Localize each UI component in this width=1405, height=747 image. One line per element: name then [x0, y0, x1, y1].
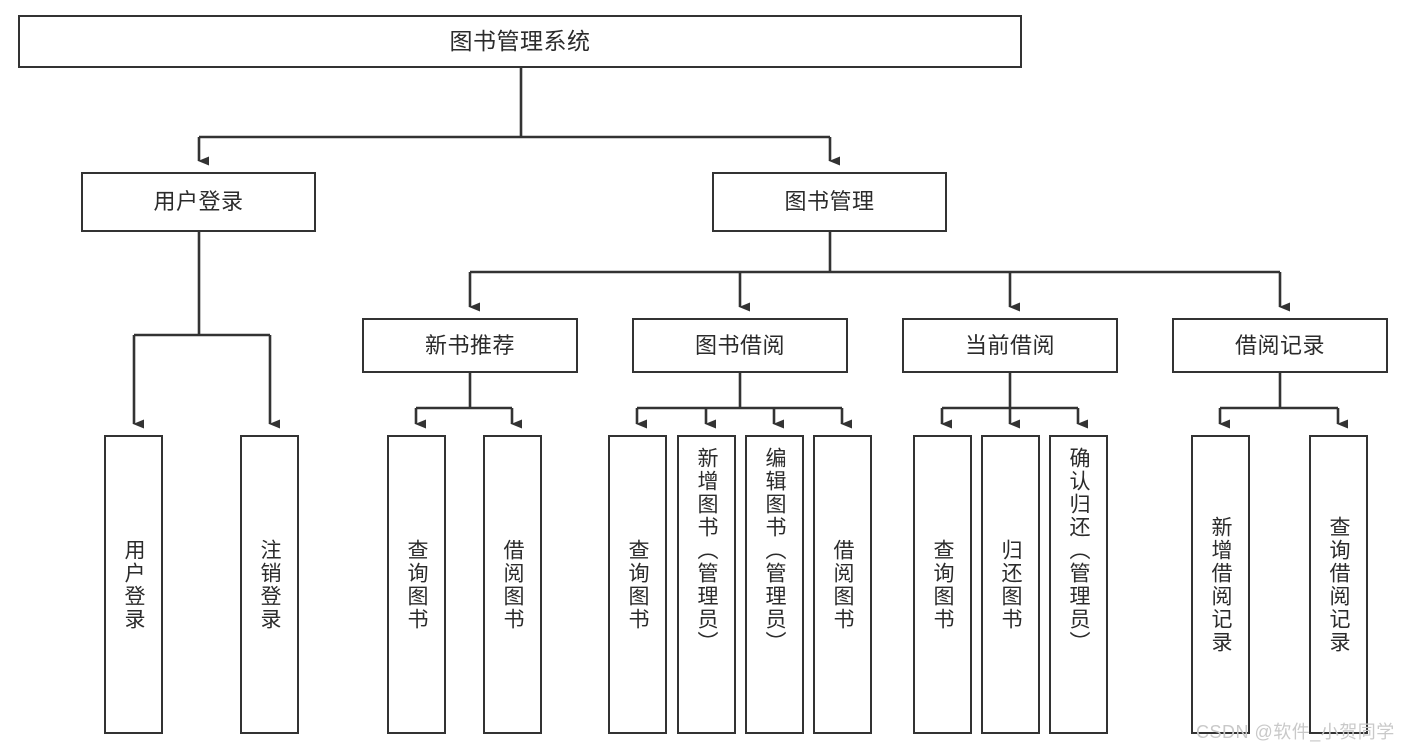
- node-leaf-0[interactable]: 用户登录: [104, 435, 163, 734]
- node-level2-1[interactable]: 图书管理: [712, 172, 947, 232]
- node-label: 图书管理系统: [449, 28, 591, 55]
- node-level2-0[interactable]: 用户登录: [81, 172, 316, 232]
- node-leaf-11[interactable]: 新增借阅记录: [1191, 435, 1250, 734]
- node-leaf-8[interactable]: 查询图书: [913, 435, 972, 734]
- node-level3-3[interactable]: 借阅记录: [1172, 318, 1388, 373]
- node-label: 确认归还（管理员）: [1067, 447, 1090, 654]
- node-label: 用户登录: [153, 189, 244, 215]
- node-leaf-3[interactable]: 借阅图书: [483, 435, 542, 734]
- node-label: 查询图书: [405, 538, 428, 631]
- csdn-watermark: CSDN @软件_小贺同学: [1196, 722, 1395, 742]
- node-level3-0[interactable]: 新书推荐: [362, 318, 578, 373]
- node-leaf-1[interactable]: 注销登录: [240, 435, 299, 734]
- node-label: 注销登录: [258, 538, 281, 631]
- node-leaf-6[interactable]: 编辑图书（管理员）: [745, 435, 804, 734]
- node-label: 用户登录: [122, 538, 145, 631]
- node-leaf-10[interactable]: 确认归还（管理员）: [1049, 435, 1108, 734]
- node-label: 查询图书: [626, 538, 649, 631]
- node-leaf-5[interactable]: 新增图书（管理员）: [677, 435, 736, 734]
- node-label: 编辑图书（管理员）: [763, 447, 786, 654]
- node-label: 查询图书: [931, 538, 954, 631]
- node-label: 查询借阅记录: [1327, 515, 1350, 654]
- node-leaf-4[interactable]: 查询图书: [608, 435, 667, 734]
- node-label: 新增图书（管理员）: [695, 447, 718, 654]
- node-label: 借阅记录: [1234, 332, 1325, 358]
- node-root[interactable]: 图书管理系统: [18, 15, 1022, 68]
- node-label: 新增借阅记录: [1209, 515, 1232, 654]
- node-label: 图书管理: [784, 189, 875, 215]
- node-leaf-7[interactable]: 借阅图书: [813, 435, 872, 734]
- node-label: 借阅图书: [831, 538, 854, 631]
- node-leaf-9[interactable]: 归还图书: [981, 435, 1040, 734]
- node-label: 当前借阅: [964, 332, 1055, 358]
- node-level3-1[interactable]: 图书借阅: [632, 318, 848, 373]
- node-leaf-2[interactable]: 查询图书: [387, 435, 446, 734]
- node-label: 图书借阅: [694, 332, 785, 358]
- node-leaf-12[interactable]: 查询借阅记录: [1309, 435, 1368, 734]
- node-level3-2[interactable]: 当前借阅: [902, 318, 1118, 373]
- node-label: 归还图书: [999, 538, 1022, 631]
- node-label: 新书推荐: [424, 332, 515, 358]
- node-label: 借阅图书: [501, 538, 524, 631]
